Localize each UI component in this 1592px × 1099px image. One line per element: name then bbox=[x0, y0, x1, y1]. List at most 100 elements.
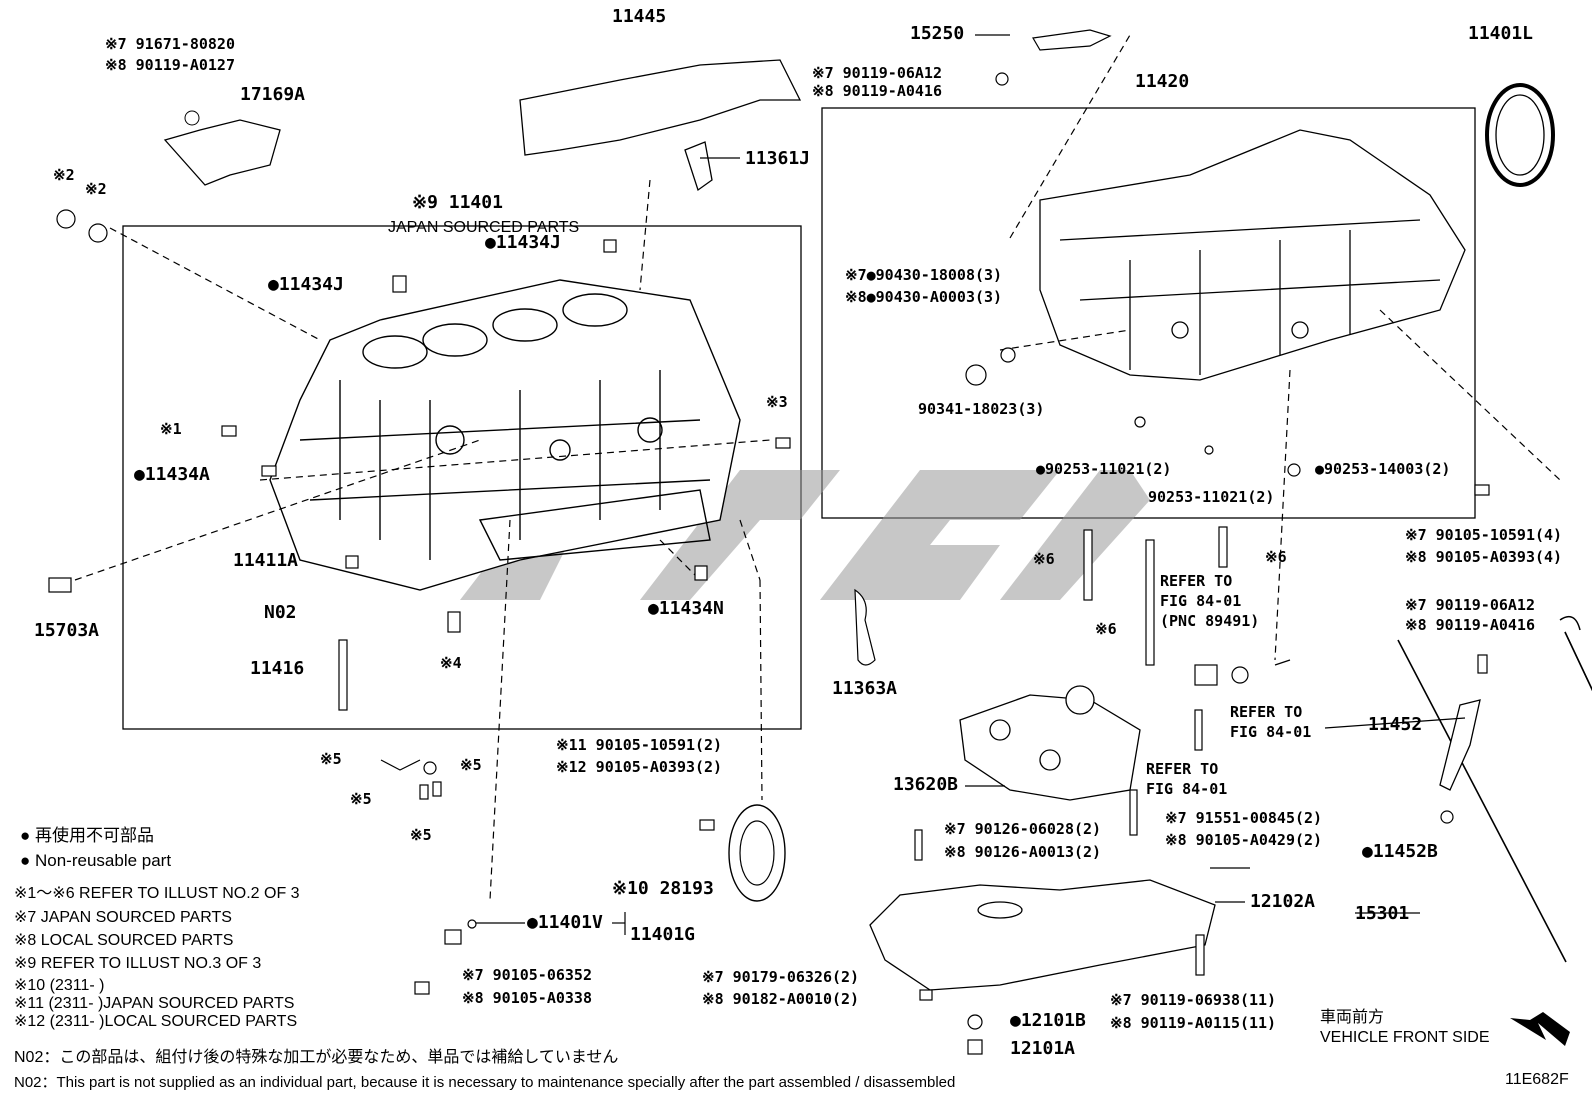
oil-pan-drawing bbox=[869, 879, 1216, 991]
gasket-11361J bbox=[684, 141, 713, 192]
label-17169A: 17169A bbox=[240, 84, 306, 105]
label-90182: ※8 90182-A0010(2) bbox=[702, 990, 860, 1008]
label-11401: ※9 11401 bbox=[412, 192, 503, 213]
label-11434N: ●11434N bbox=[648, 598, 724, 619]
label-kome6-c: ※6 bbox=[1095, 620, 1117, 638]
label-13620B: 13620B bbox=[893, 774, 959, 795]
footnote-n02-jp: N02：この部品は、組付け後の特殊な加工が必要なため、単品では補給していません bbox=[14, 1049, 619, 1066]
dipstick-15301 bbox=[1559, 615, 1592, 691]
label-12101B: ●12101B bbox=[1010, 1010, 1086, 1031]
label-15301: 15301 bbox=[1355, 903, 1410, 924]
label-90430-japan: ※7●90430-18008(3) bbox=[845, 266, 1003, 284]
label-front-en: VEHICLE FRONT SIDE bbox=[1320, 1029, 1490, 1046]
oil-seal-11401L bbox=[1485, 83, 1555, 187]
label-11363A: 11363A bbox=[832, 678, 898, 699]
label-11416: 11416 bbox=[250, 658, 305, 679]
label-11401V: ●11401V bbox=[527, 912, 603, 933]
label-kome6-b: ※6 bbox=[1265, 548, 1287, 566]
label-90119-A0416: ※8 90119-A0416 bbox=[1405, 616, 1535, 634]
label-90105-A0338: ※8 90105-A0338 bbox=[462, 989, 592, 1007]
bracket-17169A bbox=[163, 119, 281, 186]
label-90119-A0115: ※8 90119-A0115(11) bbox=[1110, 1014, 1277, 1032]
legend-note-1-6: ※1～※6 REFER TO ILLUST NO.2 OF 3 bbox=[14, 885, 300, 902]
label-90105-japan: ※7 90105-10591(4) bbox=[1405, 526, 1563, 544]
label-front-jp: 車両前方 bbox=[1320, 1009, 1385, 1026]
label-90253-c: ●90253-14003(2) bbox=[1315, 460, 1451, 478]
label-11361J: 11361J bbox=[745, 148, 811, 169]
label-91551-japan: ※7 91551-00845(2) bbox=[1165, 809, 1323, 827]
label-kome2-a: ※2 bbox=[53, 166, 75, 184]
label-90126-japan: ※7 90126-06028(2) bbox=[944, 820, 1102, 838]
legend-note-8: ※8 LOCAL SOURCED PARTS bbox=[14, 932, 234, 949]
label-90105-local: ※8 90105-A0393(4) bbox=[1405, 548, 1563, 566]
label-refer1-c: (PNC 89491) bbox=[1160, 612, 1260, 630]
label-refer3-a: REFER TO bbox=[1146, 760, 1219, 778]
label-12101A: 12101A bbox=[1010, 1038, 1076, 1059]
legend-note-10: ※10 (2311- ) bbox=[14, 977, 105, 994]
label-refer3-b: FIG 84-01 bbox=[1146, 780, 1228, 798]
stiffening-crankcase-group-box bbox=[821, 107, 1476, 519]
label-11434J-a: ●11434J bbox=[485, 232, 561, 253]
label-kome5-c: ※5 bbox=[350, 790, 372, 808]
dipstick-rod bbox=[1559, 629, 1592, 698]
legend-note-7: ※7 JAPAN SOURCED PARTS bbox=[14, 909, 232, 926]
label-15250: 15250 bbox=[910, 23, 965, 44]
cover-11445 bbox=[519, 59, 802, 156]
label-11452B: ●11452B bbox=[1362, 841, 1438, 862]
label-90105-10591-2: ※11 90105-10591(2) bbox=[556, 736, 723, 754]
label-refer1-a: REFER TO bbox=[1160, 572, 1233, 590]
gasket-28193 bbox=[728, 804, 786, 902]
legend-note-12: ※12 (2311- )LOCAL SOURCED PARTS bbox=[14, 1013, 298, 1030]
label-90105-A0393-2: ※12 90105-A0393(2) bbox=[556, 758, 723, 776]
dipstick-guide-11452 bbox=[1439, 699, 1481, 791]
label-91551-local: ※8 90105-A0429(2) bbox=[1165, 831, 1323, 849]
label-kome4: ※4 bbox=[440, 654, 462, 672]
legend-nonreusable-jp: ● 再使用不可部品 bbox=[20, 826, 154, 845]
label-11411A: 11411A bbox=[233, 550, 299, 571]
label-90119-06938: ※7 90119-06938(11) bbox=[1110, 991, 1277, 1009]
label-11452: 11452 bbox=[1368, 714, 1423, 735]
legend-note-9: ※9 REFER TO ILLUST NO.3 OF 3 bbox=[14, 955, 262, 972]
dashed-leaders bbox=[74, 34, 1561, 901]
label-11401L: 11401L bbox=[1468, 23, 1534, 44]
label-kome2-b: ※2 bbox=[85, 180, 107, 198]
label-11434A: ●11434A bbox=[134, 464, 210, 485]
label-90253-b: 90253-11021(2) bbox=[1148, 488, 1275, 506]
label-90179: ※7 90179-06326(2) bbox=[702, 968, 860, 986]
label-90341: 90341-18023(3) bbox=[918, 400, 1045, 418]
label-refer1-b: FIG 84-01 bbox=[1160, 592, 1242, 610]
label-kome5-b: ※5 bbox=[460, 756, 482, 774]
crankcase-drawing bbox=[1039, 129, 1466, 381]
label-11420: 11420 bbox=[1135, 71, 1190, 92]
label-refer2-b: FIG 84-01 bbox=[1230, 723, 1312, 741]
label-90119-06A12: ※7 90119-06A12 bbox=[1405, 596, 1535, 614]
oil-pump-drawing bbox=[959, 685, 1141, 801]
label-kome3: ※3 bbox=[766, 393, 788, 411]
cylinder-block-drawing bbox=[269, 279, 741, 591]
label-kome5-a: ※5 bbox=[320, 750, 342, 768]
watermark-logo bbox=[460, 470, 1150, 600]
label-17169A-japan: ※7 91671-80820 bbox=[105, 35, 235, 53]
fasteners bbox=[48, 29, 1490, 1055]
label-90105-06352: ※7 90105-06352 bbox=[462, 966, 592, 984]
label-15250-bolt-japan: ※7 90119-06A12 bbox=[812, 64, 942, 82]
label-kome1: ※1 bbox=[160, 420, 182, 438]
label-15703A: 15703A bbox=[34, 620, 100, 641]
legend-note-11: ※11 (2311- )JAPAN SOURCED PARTS bbox=[14, 995, 295, 1012]
label-N02: N02 bbox=[264, 602, 297, 623]
label-11434J-b: ●11434J bbox=[268, 274, 344, 295]
label-11445: 11445 bbox=[612, 6, 667, 27]
label-kome5-d: ※5 bbox=[410, 826, 432, 844]
label-17169A-local: ※8 90119-A0127 bbox=[105, 56, 235, 74]
label-28193: ※10 28193 bbox=[612, 878, 714, 899]
label-90126-local: ※8 90126-A0013(2) bbox=[944, 843, 1102, 861]
solid-leaders bbox=[470, 34, 1466, 935]
label-12102A: 12102A bbox=[1250, 891, 1316, 912]
label-90253-a: ●90253-11021(2) bbox=[1036, 460, 1172, 478]
label-90430-local: ※8●90430-A0003(3) bbox=[845, 288, 1003, 306]
label-kome6-a: ※6 bbox=[1033, 550, 1055, 568]
legend-nonreusable-en: ● Non-reusable part bbox=[20, 851, 172, 870]
label-japan-sourced: JAPAN SOURCED PARTS bbox=[388, 219, 580, 236]
label-11401G: 11401G bbox=[630, 924, 696, 945]
